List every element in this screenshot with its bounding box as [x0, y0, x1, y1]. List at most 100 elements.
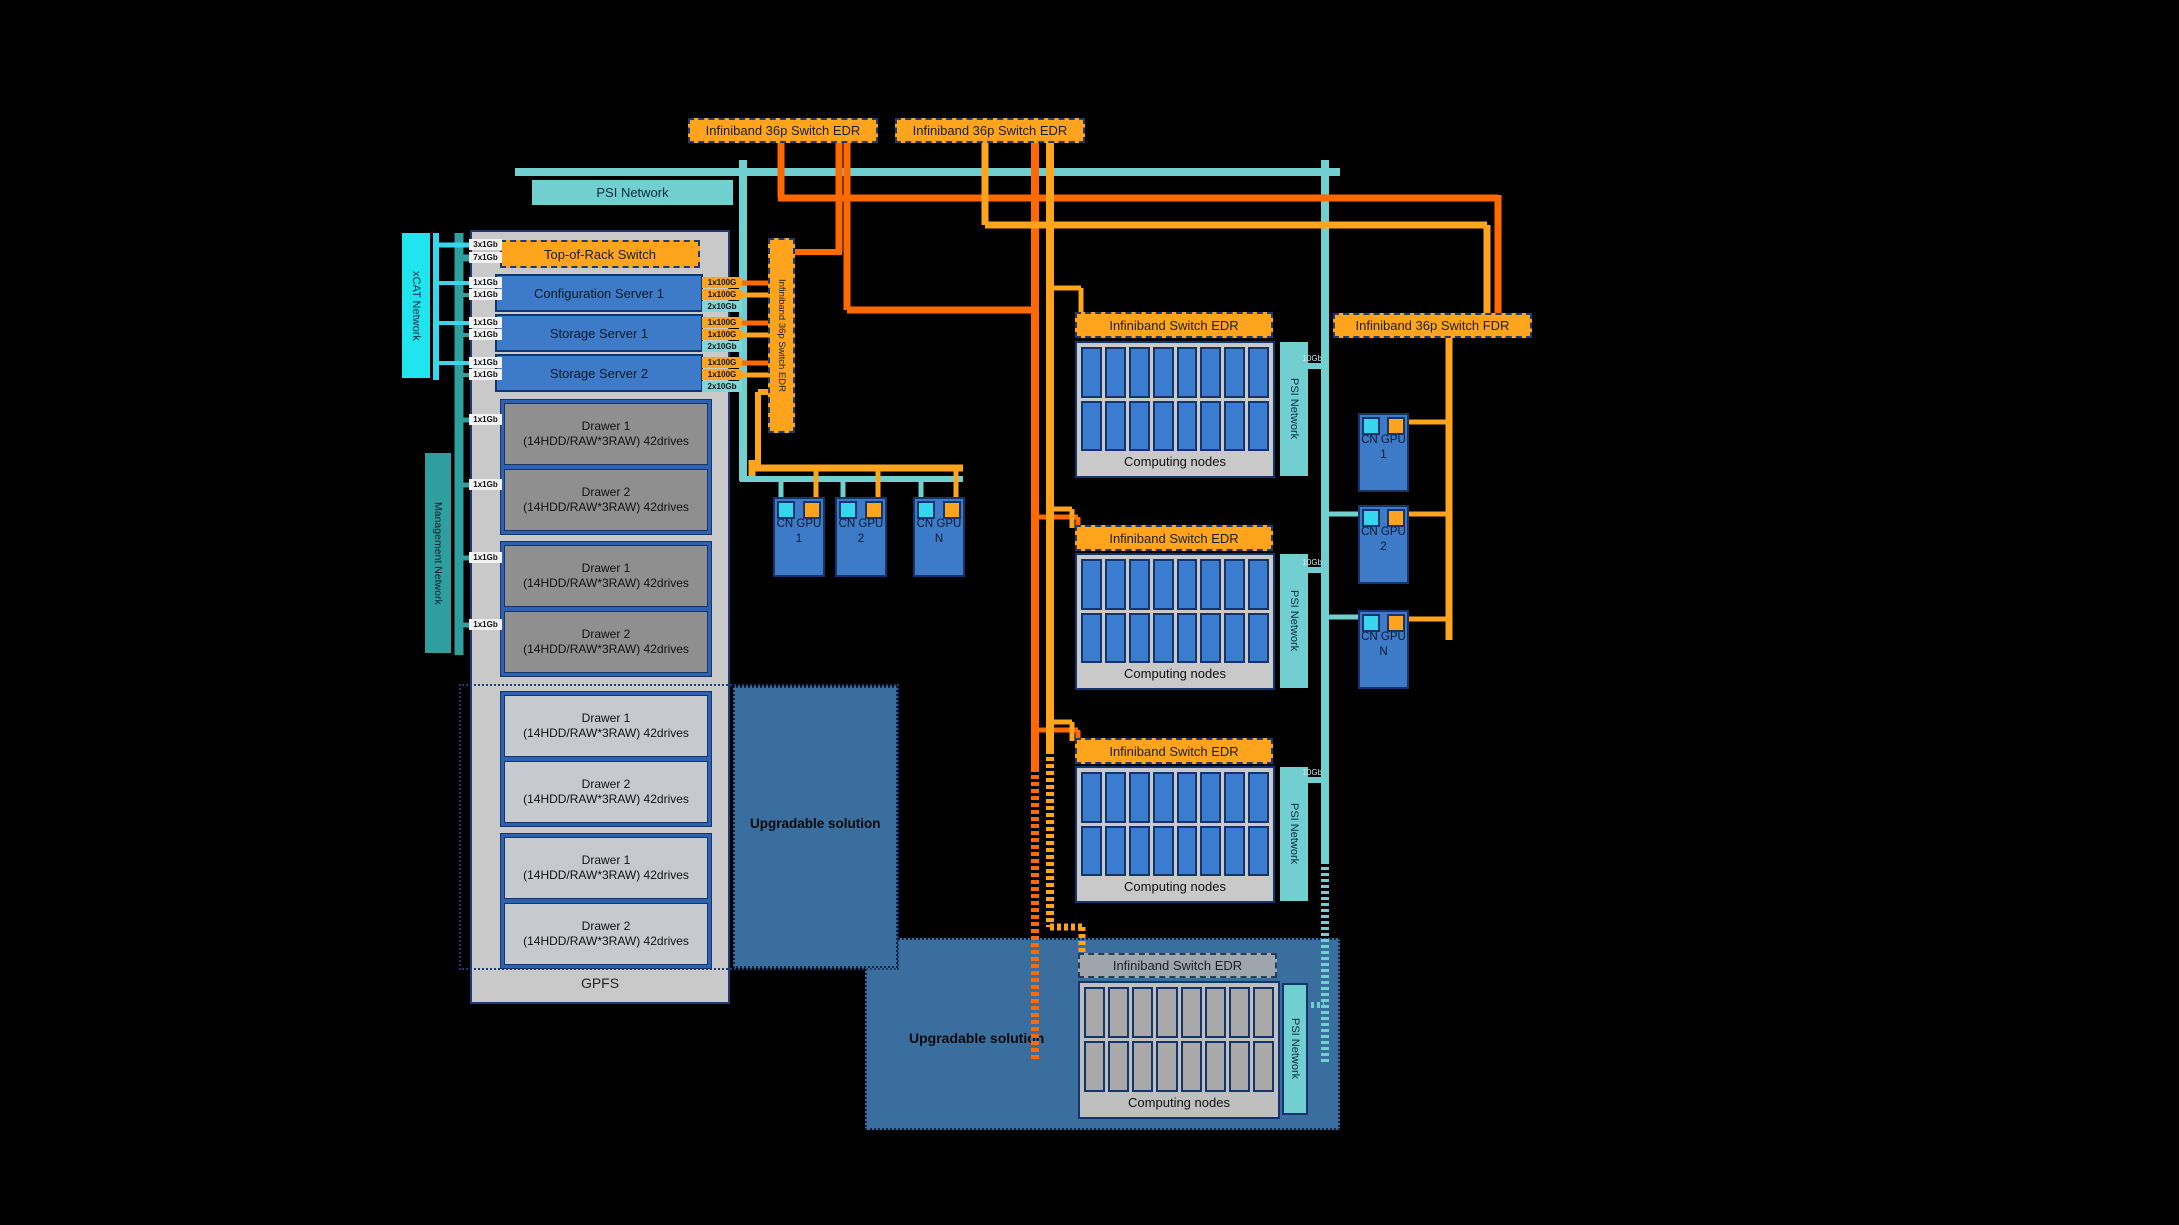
compute-node-cell: [1108, 1041, 1130, 1092]
compute-node-cell: [1128, 772, 1150, 823]
management-network-box: Management Network: [425, 453, 451, 653]
drawer-title: Drawer 2: [581, 919, 631, 933]
compute-node-cell: [1204, 1041, 1226, 1092]
compute-node-cell: [1224, 400, 1246, 451]
compute-node-cell: [1252, 987, 1274, 1038]
compute-node-cell: [1128, 825, 1150, 876]
drawer-spec: (14HDD/RAW*3RAW) 42drives: [523, 868, 689, 882]
compute-node-cell: [1176, 612, 1198, 663]
infiniband-switch-edr-top-1: Infiniband 36p Switch EDR: [688, 118, 878, 143]
compute-node-cell: [1081, 825, 1102, 876]
compute-node-cell: [1152, 347, 1174, 398]
compute-node-cell: [1224, 559, 1246, 610]
port-label: 1x1Gb: [469, 289, 502, 300]
psi-port: [917, 501, 935, 519]
compute-node-cell: [1176, 400, 1198, 451]
drawer: Drawer 2 (14HDD/RAW*3RAW) 42drives: [504, 469, 708, 531]
top-of-rack-switch: Top-of-Rack Switch: [500, 240, 700, 268]
compute-node-cell: [1152, 400, 1174, 451]
compute-node-cell: [1200, 772, 1222, 823]
configuration-server-1: Configuration Server 1: [495, 274, 703, 312]
compute-node-cell: [1104, 825, 1126, 876]
compute-group-nodes: Computing nodes: [1075, 766, 1275, 903]
drawer: Drawer 1 (14HDD/RAW*3RAW) 42drives: [504, 403, 708, 465]
drawer: Drawer 2 (14HDD/RAW*3RAW) 42drives: [504, 761, 708, 823]
drawer: Drawer 1 (14HDD/RAW*3RAW) 42drives: [504, 695, 708, 757]
drawer-spec: (14HDD/RAW*3RAW) 42drives: [523, 792, 689, 806]
compute-node-cell: [1152, 772, 1174, 823]
compute-node-cell: [1132, 1041, 1154, 1092]
port-label: 2x10Gb: [702, 381, 742, 392]
infiniband-switch-edr-vertical: Infiniband 36p Switch EDR: [768, 238, 795, 433]
compute-node-cell: [1128, 559, 1150, 610]
drawer-spec: (14HDD/RAW*3RAW) 42drives: [523, 434, 689, 448]
compute-node-cell: [1200, 612, 1222, 663]
compute-node-cell: [1176, 772, 1198, 823]
port-label: 1x100G: [702, 317, 742, 328]
cn-gpu-node: CN GPU 2: [835, 497, 887, 577]
drawer-title: Drawer 1: [581, 711, 631, 725]
port-label: 2x10Gb: [702, 301, 742, 312]
cn-gpu-node: CN GPU N: [1358, 610, 1409, 689]
storage-server-1: Storage Server 1: [495, 314, 703, 352]
port-label: 1x1Gb: [469, 357, 502, 368]
compute-node-cell: [1081, 400, 1102, 451]
compute-node-cell: [1104, 400, 1126, 451]
drawer: Drawer 1 (14HDD/RAW*3RAW) 42drives: [504, 545, 708, 607]
compute-node-cell: [1081, 347, 1102, 398]
psi-network-bar: PSI Network: [1280, 342, 1308, 476]
compute-node-cell: [1224, 612, 1246, 663]
cn-gpu-node: CN GPU 1: [773, 497, 825, 577]
drawer: Drawer 2 (14HDD/RAW*3RAW) 42drives: [504, 903, 708, 965]
compute-node-cell: [1176, 559, 1198, 610]
compute-node-cell: [1228, 1041, 1250, 1092]
ib-port: [1387, 417, 1405, 435]
compute-node-cell: [1204, 987, 1226, 1038]
compute-node-cell: [1128, 612, 1150, 663]
compute-node-cell: [1228, 987, 1250, 1038]
drawer-title: Drawer 1: [581, 419, 631, 433]
compute-node-cell: [1224, 825, 1246, 876]
ib-port: [1387, 509, 1405, 527]
port-label: 1x100G: [702, 277, 742, 288]
ib-port: [943, 501, 961, 519]
port-label: 1x100G: [702, 329, 742, 340]
compute-node-cell: [1128, 400, 1150, 451]
compute-node-cell: [1224, 347, 1246, 398]
port-label: 1x100G: [702, 289, 742, 300]
port-label: 1x1Gb: [469, 414, 502, 425]
port-label: 1x100G: [702, 357, 742, 368]
port-label: 1x1Gb: [469, 317, 502, 328]
compute-node-cell: [1084, 1041, 1106, 1092]
ib-port: [865, 501, 883, 519]
ib-port: [803, 501, 821, 519]
gpu-label: CN GPU 1: [776, 518, 822, 545]
storage-enclosure-3-upgradable: Drawer 1 (14HDD/RAW*3RAW) 42drives Drawe…: [500, 691, 712, 827]
computing-nodes-label: Computing nodes: [1128, 1095, 1230, 1110]
cn-gpu-node: CN GPU 2: [1358, 505, 1409, 584]
storage-enclosure-1: Drawer 1 (14HDD/RAW*3RAW) 42drives Drawe…: [500, 399, 712, 535]
compute-group-switch: Infiniband Switch EDR: [1075, 738, 1273, 764]
port-label: 1x1Gb: [469, 619, 502, 630]
port-label: 1x1Gb: [469, 552, 502, 563]
drawer-spec: (14HDD/RAW*3RAW) 42drives: [523, 726, 689, 740]
compute-node-cell: [1180, 1041, 1202, 1092]
psi-network-bar: PSI Network: [1280, 767, 1308, 901]
compute-node-cell: [1224, 772, 1246, 823]
cn-gpu-node: CN GPU 1: [1358, 413, 1409, 492]
compute-node-cell: [1248, 559, 1269, 610]
computing-nodes-label: Computing nodes: [1124, 666, 1226, 681]
compute-node-cell: [1084, 987, 1106, 1038]
compute-node-cell: [1081, 559, 1102, 610]
psi-port: [1362, 614, 1380, 632]
gpfs-label: GPFS: [580, 975, 620, 991]
drawer-spec: (14HDD/RAW*3RAW) 42drives: [523, 934, 689, 948]
compute-node-cell: [1200, 400, 1222, 451]
compute-node-cell: [1176, 347, 1198, 398]
port-label: 1x100G: [702, 369, 742, 380]
compute-node-cell: [1104, 347, 1126, 398]
xcat-network-box: xCAT Network: [402, 233, 430, 378]
computing-nodes-label: Computing nodes: [1124, 454, 1226, 469]
compute-node-cell: [1156, 1041, 1178, 1092]
drawer: Drawer 1 (14HDD/RAW*3RAW) 42drives: [504, 837, 708, 899]
